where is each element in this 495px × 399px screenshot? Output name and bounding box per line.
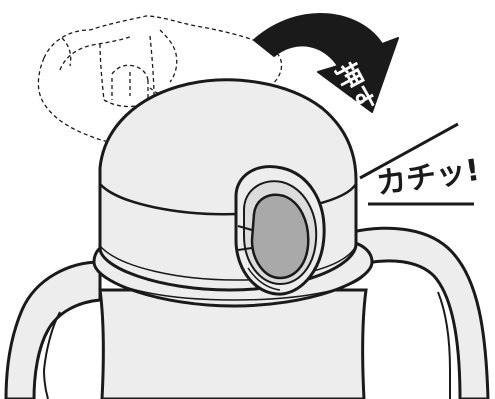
click-sound-effect: カチッ!	[360, 124, 482, 204]
lid-push-button	[236, 167, 324, 295]
left-handle	[6, 262, 100, 399]
button-face	[252, 195, 308, 278]
right-handle	[352, 228, 488, 399]
